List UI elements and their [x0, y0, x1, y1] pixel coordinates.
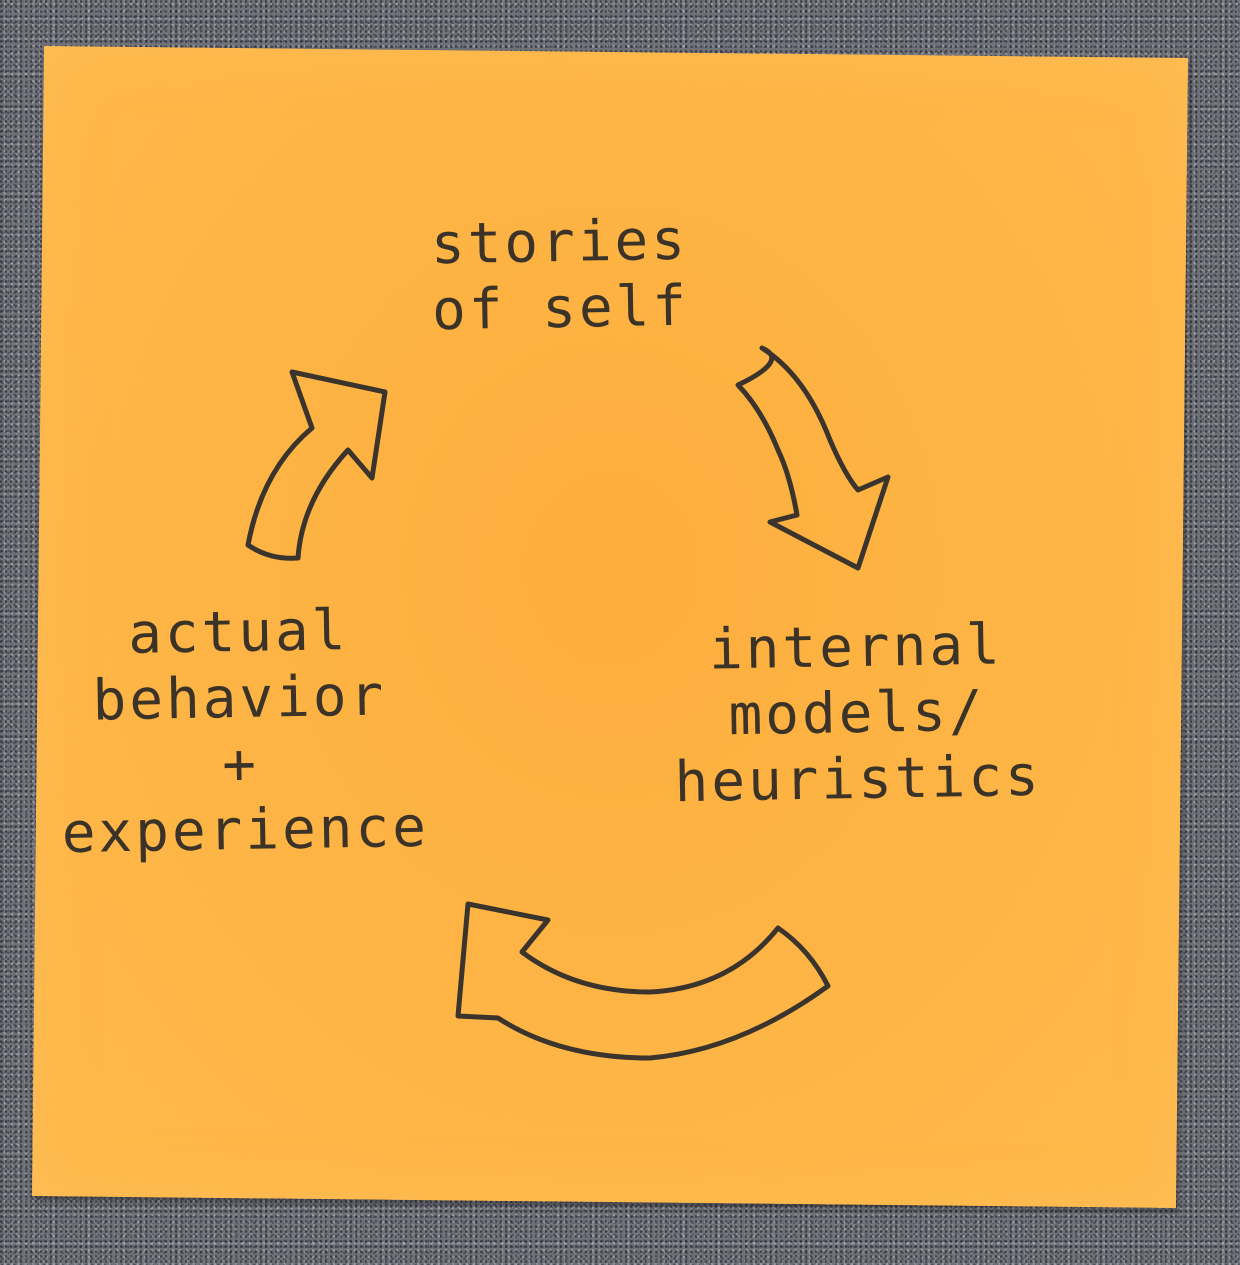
arrow-right-to-left [455, 901, 831, 1061]
arrow-left-to-top [245, 369, 388, 561]
arrow-top-to-right [735, 345, 891, 571]
